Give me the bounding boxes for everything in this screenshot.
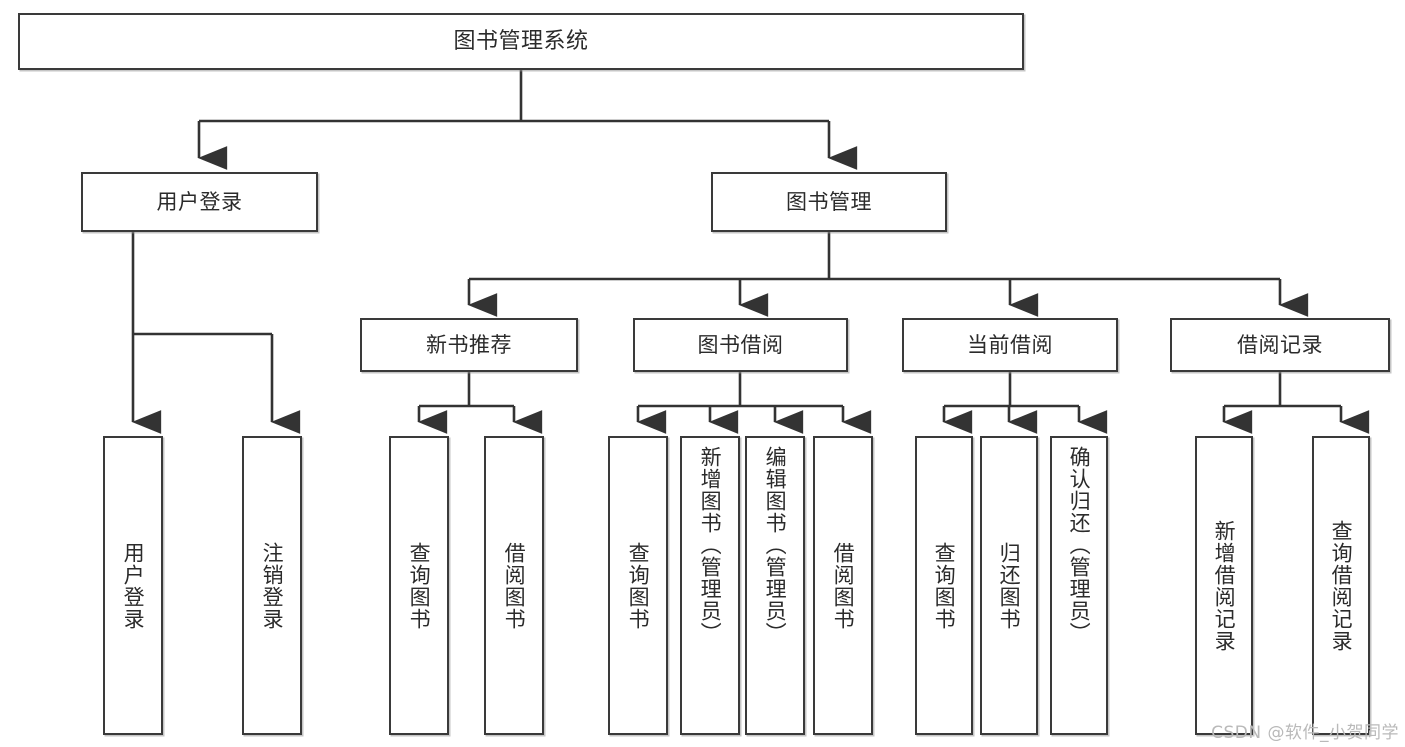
node-book-borrow[interactable]: 图书借阅	[633, 318, 848, 372]
node-label: 图书管理系统	[453, 28, 589, 54]
node-label: 新增图书（管理员）	[698, 446, 723, 644]
node-label: 图书管理	[786, 189, 872, 214]
node-user-login[interactable]: 用户登录	[81, 172, 318, 232]
node-label: 借阅图书	[831, 541, 856, 630]
node-label: 借阅图书	[502, 541, 527, 630]
node-label: 查询借阅记录	[1329, 519, 1354, 652]
node-label: 当前借阅	[967, 332, 1053, 357]
node-book-management[interactable]: 图书管理	[711, 172, 947, 232]
leaf-book-borrow-edit-book-admin[interactable]: 编辑图书（管理员）	[745, 436, 805, 735]
leaf-user-login-login[interactable]: 用户登录	[103, 436, 163, 735]
leaf-book-borrow-query-book[interactable]: 查询图书	[608, 436, 668, 735]
node-label: 编辑图书（管理员）	[763, 446, 788, 644]
leaf-current-borrow-return-book[interactable]: 归还图书	[980, 436, 1038, 735]
leaf-borrow-record-add-record[interactable]: 新增借阅记录	[1195, 436, 1253, 735]
node-label: 归还图书	[997, 541, 1022, 630]
node-label: 用户登录	[121, 541, 146, 630]
node-label: 注销登录	[260, 541, 285, 630]
node-label: 查询图书	[932, 541, 957, 630]
node-current-borrow[interactable]: 当前借阅	[902, 318, 1118, 372]
node-label: 图书借阅	[697, 332, 784, 357]
leaf-book-borrow-borrow-book[interactable]: 借阅图书	[813, 436, 873, 735]
node-label: 用户登录	[156, 189, 243, 214]
node-borrow-record[interactable]: 借阅记录	[1170, 318, 1390, 372]
leaf-borrow-record-query-record[interactable]: 查询借阅记录	[1312, 436, 1370, 735]
node-label: 借阅记录	[1237, 332, 1323, 357]
leaf-book-borrow-add-book-admin[interactable]: 新增图书（管理员）	[680, 436, 740, 735]
node-label: 确认归还（管理员）	[1067, 446, 1092, 644]
leaf-current-borrow-confirm-return-admin[interactable]: 确认归还（管理员）	[1050, 436, 1108, 735]
leaf-current-borrow-query-book[interactable]: 查询图书	[915, 436, 973, 735]
leaf-user-login-logout[interactable]: 注销登录	[242, 436, 302, 735]
node-label: 查询图书	[407, 541, 432, 630]
node-root-book-management-system[interactable]: 图书管理系统	[18, 13, 1024, 70]
node-new-book-recommend[interactable]: 新书推荐	[360, 318, 578, 372]
node-label: 新增借阅记录	[1212, 519, 1237, 652]
node-label: 新书推荐	[426, 332, 512, 357]
leaf-new-book-borrow-book[interactable]: 借阅图书	[484, 436, 544, 735]
node-label: 查询图书	[626, 541, 651, 630]
leaf-new-book-query-book[interactable]: 查询图书	[389, 436, 449, 735]
